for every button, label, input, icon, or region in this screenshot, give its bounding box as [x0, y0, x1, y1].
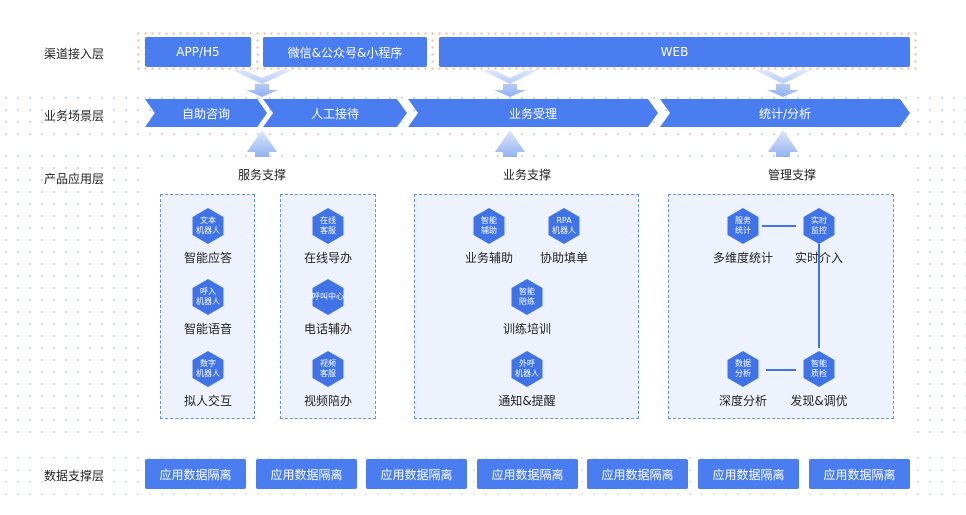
connector-analysis-qc	[766, 369, 796, 371]
node-form-fill[interactable]: 协助填单	[539, 251, 589, 265]
node-humanlike-interaction[interactable]: 拟人交互	[183, 394, 233, 408]
node-smart-answer[interactable]: 智能应答	[183, 251, 233, 265]
node-multidim-stats[interactable]: 多维度统计	[712, 251, 774, 265]
node-smart-voice[interactable]: 智能语音	[183, 322, 233, 336]
data-isolation-box[interactable]: 应用数据隔离	[145, 459, 246, 489]
layer-label-data: 数据支撑层	[44, 469, 105, 483]
group-title-service: 服务支撑	[238, 168, 287, 182]
layer-label-product: 产品应用层	[44, 172, 105, 186]
node-online-guide[interactable]: 在线导办	[303, 251, 353, 265]
group-title-management: 管理支撑	[768, 168, 817, 182]
connector-stats-monitor	[762, 225, 796, 227]
node-deep-analysis[interactable]: 深度分析	[718, 394, 768, 408]
group-title-business: 业务支撑	[503, 168, 552, 182]
layer-label-channel: 渠道接入层	[44, 47, 105, 61]
channel-web[interactable]: WEB	[439, 37, 910, 67]
node-notify-remind[interactable]: 通知&提醒	[498, 394, 556, 408]
node-discover-optimize[interactable]: 发现&调优	[790, 394, 848, 408]
connector-monitor-qc	[818, 244, 820, 348]
data-isolation-box[interactable]: 应用数据隔离	[698, 459, 799, 489]
node-phone-assist[interactable]: 电话辅办	[303, 322, 353, 336]
node-realtime-intervene[interactable]: 实时介入	[794, 251, 844, 265]
node-video-accompany[interactable]: 视频陪办	[303, 394, 353, 408]
layer-label-scene: 业务场景层	[44, 109, 105, 123]
scene-business-acceptance[interactable]: 业务受理	[408, 99, 658, 127]
data-isolation-box[interactable]: 应用数据隔离	[477, 459, 578, 489]
scene-self-service[interactable]: 自助咨询	[145, 99, 267, 127]
data-isolation-box[interactable]: 应用数据隔离	[366, 459, 467, 489]
card-management	[668, 194, 894, 419]
channel-app-h5[interactable]: APP/H5	[145, 37, 251, 67]
data-isolation-box[interactable]: 应用数据隔离	[587, 459, 688, 489]
node-business-assist[interactable]: 业务辅助	[464, 251, 514, 265]
data-isolation-box[interactable]: 应用数据隔离	[809, 459, 910, 489]
data-isolation-box[interactable]: 应用数据隔离	[256, 459, 357, 489]
scene-statistics-analysis[interactable]: 统计/分析	[660, 99, 910, 127]
node-training[interactable]: 训练培训	[502, 322, 552, 336]
scene-manual-reception[interactable]: 人工接待	[263, 99, 407, 127]
channel-wechat[interactable]: 微信&公众号&小程序	[263, 37, 427, 67]
